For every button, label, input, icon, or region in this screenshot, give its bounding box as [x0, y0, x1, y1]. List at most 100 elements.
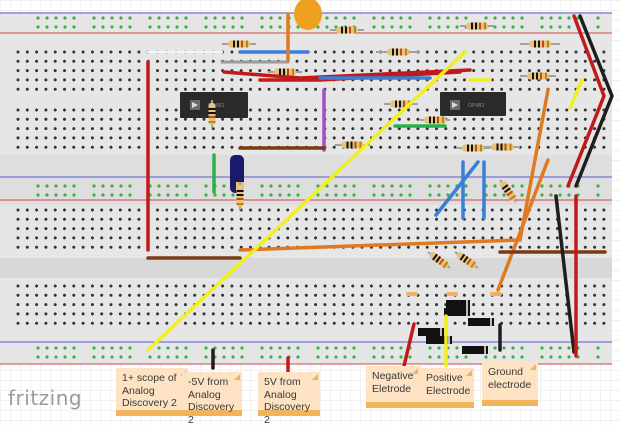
grid-hole[interactable]	[397, 136, 401, 140]
grid-hole[interactable]	[193, 117, 197, 121]
rail-hole[interactable]	[464, 16, 468, 20]
grid-hole[interactable]	[565, 78, 569, 82]
grid-hole[interactable]	[295, 59, 299, 63]
grid-hole[interactable]	[267, 117, 271, 121]
grid-hole[interactable]	[574, 108, 578, 112]
rail-hole[interactable]	[325, 355, 329, 359]
grid-hole[interactable]	[407, 245, 411, 249]
grid-hole[interactable]	[249, 108, 252, 112]
grid-hole[interactable]	[593, 293, 597, 297]
rail-hole[interactable]	[45, 184, 49, 188]
grid-hole[interactable]	[528, 217, 531, 221]
grid-hole[interactable]	[249, 236, 252, 240]
rail-hole[interactable]	[110, 25, 114, 29]
grid-hole[interactable]	[314, 59, 318, 63]
grid-hole[interactable]	[90, 136, 94, 140]
grid-hole[interactable]	[472, 117, 476, 121]
grid-hole[interactable]	[165, 217, 169, 221]
grid-hole[interactable]	[407, 312, 411, 316]
grid-hole[interactable]	[156, 127, 159, 131]
rail-hole[interactable]	[260, 25, 264, 29]
grid-hole[interactable]	[490, 136, 494, 140]
grid-hole[interactable]	[128, 136, 132, 140]
rail-hole[interactable]	[240, 355, 244, 359]
grid-hole[interactable]	[555, 284, 559, 288]
grid-hole[interactable]	[602, 236, 606, 240]
grid-hole[interactable]	[118, 236, 122, 240]
rail-hole[interactable]	[596, 16, 600, 20]
grid-hole[interactable]	[583, 217, 587, 221]
grid-hole[interactable]	[295, 312, 299, 316]
grid-hole[interactable]	[193, 321, 197, 325]
grid-hole[interactable]	[239, 227, 243, 231]
rail-hole[interactable]	[428, 193, 432, 197]
grid-hole[interactable]	[276, 284, 280, 288]
grid-hole[interactable]	[109, 245, 113, 249]
grid-hole[interactable]	[332, 108, 336, 112]
grid-hole[interactable]	[53, 69, 57, 73]
grid-hole[interactable]	[16, 303, 20, 307]
grid-hole[interactable]	[546, 145, 550, 149]
rail-hole[interactable]	[540, 16, 544, 20]
grid-hole[interactable]	[304, 87, 308, 91]
grid-hole[interactable]	[81, 87, 85, 91]
grid-hole[interactable]	[53, 208, 57, 212]
grid-hole[interactable]	[286, 236, 290, 240]
grid-hole[interactable]	[425, 293, 429, 297]
grid-hole[interactable]	[193, 208, 197, 212]
rail-hole[interactable]	[343, 16, 347, 20]
resistor-r11[interactable]	[462, 144, 484, 152]
grid-hole[interactable]	[156, 59, 159, 63]
grid-hole[interactable]	[565, 217, 569, 221]
ceramic-capacitor[interactable]	[294, 0, 322, 30]
grid-hole[interactable]	[81, 136, 85, 140]
grid-hole[interactable]	[314, 136, 318, 140]
grid-hole[interactable]	[267, 312, 271, 316]
grid-hole[interactable]	[249, 312, 252, 316]
rail-hole[interactable]	[119, 346, 123, 350]
rail-hole[interactable]	[54, 184, 58, 188]
grid-hole[interactable]	[53, 303, 57, 307]
grid-hole[interactable]	[202, 127, 206, 131]
grid-hole[interactable]	[462, 284, 466, 288]
grid-hole[interactable]	[156, 245, 159, 249]
grid-hole[interactable]	[555, 321, 559, 325]
grid-hole[interactable]	[239, 293, 243, 297]
grid-hole[interactable]	[397, 117, 401, 121]
grid-hole[interactable]	[118, 136, 122, 140]
grid-hole[interactable]	[537, 321, 541, 325]
rail-hole[interactable]	[390, 184, 394, 188]
grid-hole[interactable]	[63, 145, 66, 149]
grid-hole[interactable]	[388, 208, 392, 212]
grid-hole[interactable]	[221, 284, 225, 288]
grid-hole[interactable]	[137, 321, 141, 325]
rail-hole[interactable]	[372, 25, 376, 29]
rail-hole[interactable]	[278, 346, 282, 350]
rail-hole[interactable]	[166, 16, 170, 20]
rail-hole[interactable]	[428, 25, 432, 29]
grid-hole[interactable]	[72, 59, 76, 63]
grid-hole[interactable]	[109, 227, 113, 231]
grid-hole[interactable]	[565, 245, 569, 249]
grid-hole[interactable]	[44, 69, 48, 73]
grid-hole[interactable]	[81, 227, 85, 231]
rail-hole[interactable]	[596, 346, 600, 350]
grid-hole[interactable]	[416, 217, 420, 221]
rail-hole[interactable]	[343, 355, 347, 359]
rail-hole[interactable]	[549, 355, 553, 359]
grid-hole[interactable]	[202, 69, 206, 73]
grid-hole[interactable]	[481, 293, 485, 297]
grid-hole[interactable]	[72, 245, 76, 249]
grid-hole[interactable]	[351, 108, 355, 112]
grid-hole[interactable]	[453, 236, 457, 240]
grid-hole[interactable]	[509, 312, 513, 316]
grid-hole[interactable]	[379, 227, 383, 231]
grid-hole[interactable]	[537, 108, 541, 112]
grid-hole[interactable]	[174, 127, 178, 131]
grid-hole[interactable]	[81, 208, 85, 212]
rail-hole[interactable]	[110, 184, 114, 188]
rail-hole[interactable]	[119, 184, 123, 188]
note-scope[interactable]: 1+ scope of Analog Discovery 2	[116, 368, 188, 416]
grid-hole[interactable]	[16, 208, 20, 212]
rail-hole[interactable]	[119, 355, 123, 359]
